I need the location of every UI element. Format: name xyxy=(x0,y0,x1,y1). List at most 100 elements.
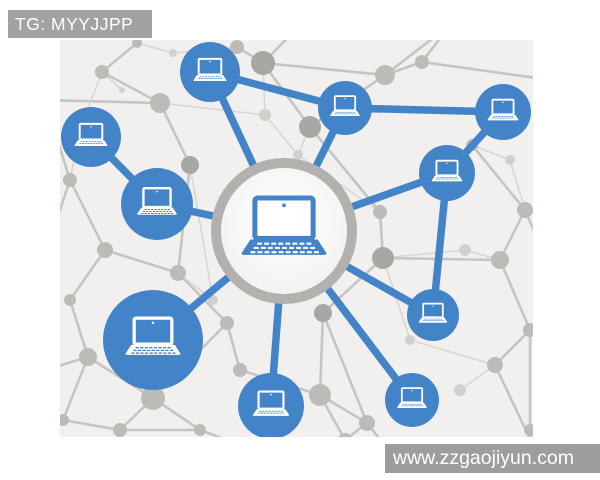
keyboard-key xyxy=(351,113,354,115)
keyboard-key xyxy=(170,212,174,214)
keyboard-key xyxy=(512,117,515,119)
keyboard-key xyxy=(207,76,210,78)
mesh-edge xyxy=(158,102,192,166)
mesh-node xyxy=(113,423,127,437)
mesh-node xyxy=(524,424,533,436)
laptop-icon xyxy=(330,95,360,117)
keyboard-key xyxy=(418,405,421,407)
keyboard-key xyxy=(434,320,437,321)
keyboard-key xyxy=(412,403,415,405)
webcam-dot xyxy=(90,125,92,128)
keyboard-key xyxy=(152,210,156,212)
mesh-edge xyxy=(493,364,531,437)
webcam-dot xyxy=(156,190,158,193)
keyboard-key xyxy=(140,346,144,349)
keyboard-key xyxy=(270,412,273,414)
keyboard-key xyxy=(154,208,157,210)
mesh-edge xyxy=(68,299,90,358)
satellite-node xyxy=(103,290,203,390)
keyboard-key xyxy=(336,113,339,115)
keyboard-key xyxy=(299,242,305,245)
keyboard-key xyxy=(492,117,494,119)
keyboard-key xyxy=(423,318,426,320)
laptop-icon xyxy=(125,316,181,355)
keyboard-key xyxy=(163,346,167,349)
keyboard-key xyxy=(149,352,153,354)
keyboard-key xyxy=(141,212,144,214)
mesh-edge xyxy=(104,248,179,275)
keyboard-key xyxy=(341,113,344,115)
mesh-edge xyxy=(159,102,266,116)
mesh-node xyxy=(293,150,303,160)
keyboard-key xyxy=(83,141,86,143)
laptop-screen xyxy=(435,159,459,177)
mesh-edge xyxy=(509,159,526,211)
keyboard-key xyxy=(282,412,285,414)
mesh-node xyxy=(220,316,234,330)
webcam-dot xyxy=(270,393,272,396)
keyboard-key xyxy=(306,242,312,245)
keyboard-key xyxy=(441,320,444,321)
keyboard-key xyxy=(296,246,302,249)
mesh-edge xyxy=(523,209,533,232)
keyboard-key xyxy=(199,76,202,78)
keyboard-key xyxy=(261,412,264,414)
keyboard-key xyxy=(511,116,513,117)
keyboard-key xyxy=(264,251,270,254)
laptop-icon xyxy=(487,98,519,121)
keyboard-key xyxy=(343,111,345,113)
keyboard-key xyxy=(158,352,162,354)
keyboard-key xyxy=(101,143,104,144)
keyboard-key xyxy=(165,210,169,212)
laptop-base xyxy=(487,114,519,121)
laptop-base xyxy=(431,175,463,182)
keyboard-key xyxy=(416,405,418,407)
keyboard-key xyxy=(289,246,294,249)
mesh-node xyxy=(299,116,321,138)
mesh-node xyxy=(208,295,218,305)
keyboard-key xyxy=(167,352,171,354)
keyboard-key xyxy=(436,178,438,180)
mesh-node xyxy=(150,93,170,113)
mesh-edge xyxy=(199,428,223,437)
keyboard-key xyxy=(407,403,410,405)
keyboard-key xyxy=(446,178,449,180)
satellite-node xyxy=(419,145,475,201)
laptop-icon xyxy=(397,387,427,409)
keyboard-key xyxy=(99,141,102,143)
keyboard-key xyxy=(133,349,137,352)
keyboard-key xyxy=(285,251,291,254)
keyboard-key xyxy=(406,405,409,407)
satellite-node xyxy=(238,373,304,437)
mesh-node xyxy=(64,294,76,306)
keyboard-key xyxy=(413,405,416,407)
mesh-node xyxy=(491,251,509,269)
mesh-edge xyxy=(498,259,532,331)
mesh-node xyxy=(373,205,387,219)
keyboard-key xyxy=(273,412,276,414)
keyboard-key xyxy=(426,318,428,320)
mesh-edge xyxy=(101,41,138,74)
keyboard-key xyxy=(262,410,265,412)
mesh-edge xyxy=(470,144,527,211)
laptop-base xyxy=(330,110,360,117)
keyboard-key xyxy=(438,318,440,320)
keyboard-key xyxy=(137,349,142,352)
keyboard-key xyxy=(509,117,512,119)
keyboard-key xyxy=(253,246,259,249)
keyboard-key xyxy=(437,320,439,321)
keyboard-key xyxy=(502,117,505,119)
mesh-edge xyxy=(262,61,386,77)
keyboard-key xyxy=(135,346,139,349)
mesh-edge xyxy=(225,322,242,371)
keyboard-key xyxy=(494,117,497,119)
keyboard-key xyxy=(405,403,407,405)
keyboard-key xyxy=(279,412,282,414)
keyboard-key xyxy=(419,403,422,405)
keyboard-key xyxy=(213,76,216,78)
mesh-edge xyxy=(60,143,72,181)
keyboard-key xyxy=(217,78,220,79)
keyboard-key xyxy=(340,111,343,113)
mesh-edge xyxy=(471,144,511,161)
watermark-top-bar: TG: MYYJJPP xyxy=(8,10,152,38)
